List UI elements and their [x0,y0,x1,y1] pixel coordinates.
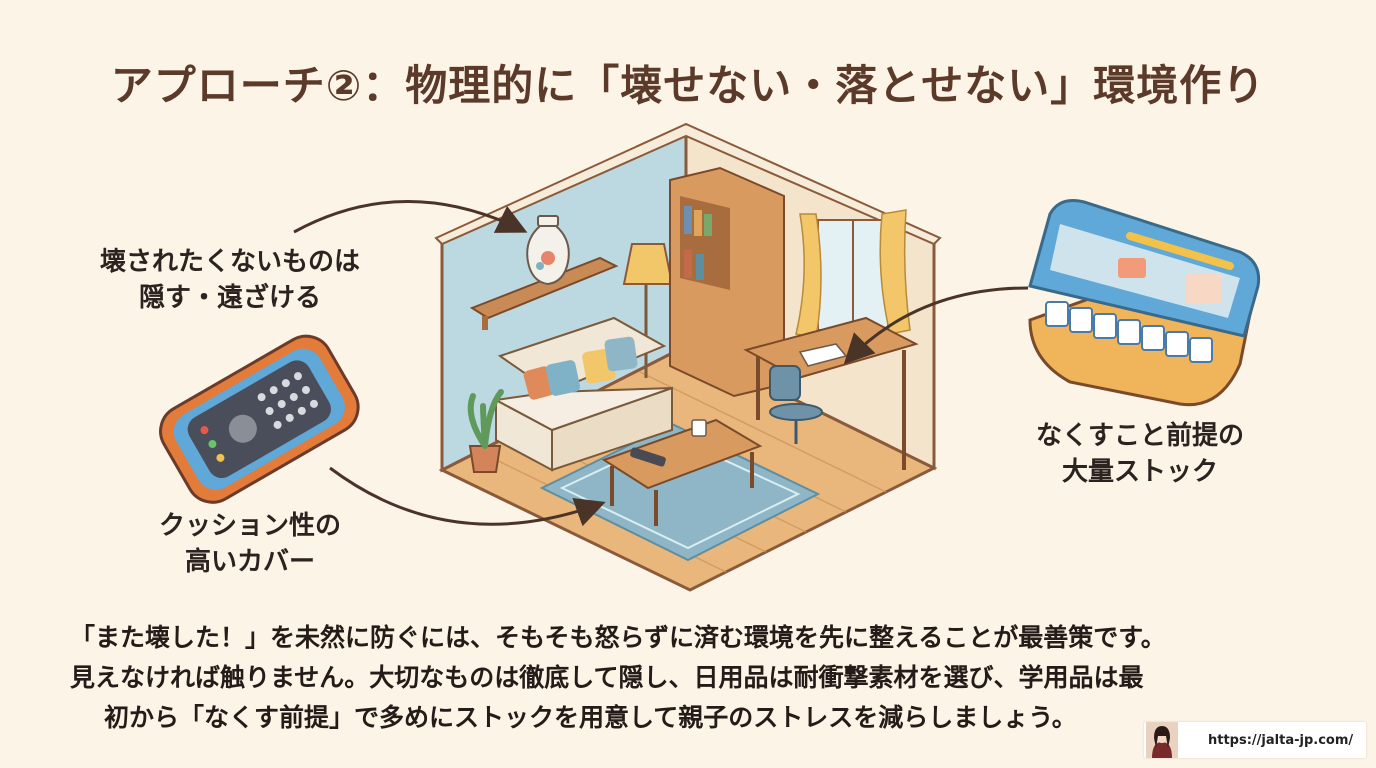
label-cushion-cover: クッション性の 高いカバー [120,508,380,580]
description-line: 見えなければ触りません。大切なものは徹底して隠し、日用品は耐衝撃素材を選び、学用… [70,663,1144,692]
arrow-to-desk [843,286,1029,365]
site-url: https://jalta-jp.com/ [1208,732,1354,748]
vase-icon [526,215,570,286]
label-line: なくすこと前提の [1035,421,1244,451]
description-line: 「また壊した！」を未然に防ぐには、そもそも怒らずに済む環境を先に整えることが最善… [70,623,1166,652]
avatar-icon [1146,722,1178,758]
pencil-case-icon [1028,199,1261,407]
label-hide-valuables: 壊されたくないものは 隠す・遠ざける [80,244,380,316]
page-title: アプローチ②：物理的に「壊せない・落とせない」環境作り [110,61,1266,110]
description-text: 「また壊した！」を未然に防ぐには、そもそも怒らずに済む環境を先に整えることが最善… [40,618,1336,738]
label-line: 大量ストック [1061,457,1218,487]
label-line: クッション性の [158,511,341,541]
label-bulk-stock: なくすこと前提の 大量ストック [1010,418,1270,490]
room-illustration [434,122,942,592]
arrow-to-vase [293,200,528,234]
footer-badge: https://jalta-jp.com/ [1144,722,1366,758]
sofa-icon [492,316,673,472]
description-line: 初から「なくす前提」で多めにストックを用意して親子のストレスを減らしましょう。 [104,703,1077,732]
remote-control-icon [159,334,360,504]
label-line: 高いカバー [184,547,315,577]
arrow-to-coffee-table [329,466,606,527]
label-line: 壊されたくないものは [99,247,360,277]
label-line: 隠す・遠ざける [138,283,321,313]
